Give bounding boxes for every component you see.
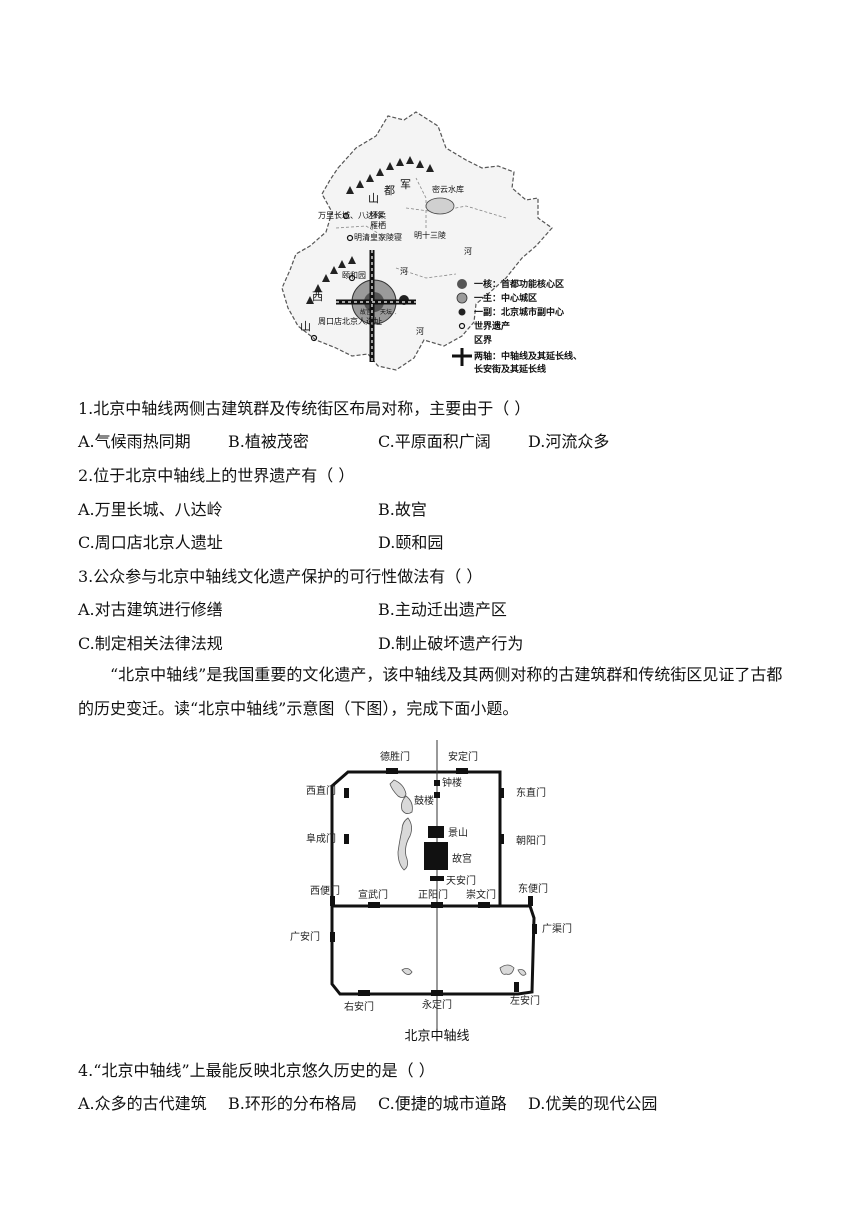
svg-text:一副：北京城市副中心: 一副：北京城市副中心	[474, 306, 564, 318]
svg-text:两轴：中轴线及其延长线、: 两轴：中轴线及其延长线、	[474, 350, 582, 362]
question-1-option-b: B.植被茂密	[228, 432, 309, 451]
site-label-zhonglou: 钟楼	[442, 776, 462, 789]
question-3-stem: 3.公众参与北京中轴线文化遗产保护的可行性做法有（ ）	[78, 567, 483, 586]
passage-text: “北京中轴线”是我国重要的文化遗产，该中轴线及其两侧对称的古建筑群和传统街区见证…	[78, 665, 783, 718]
svg-text:一核：首都功能核心区: 一核：首都功能核心区	[474, 278, 564, 290]
question-4-option-a: A.众多的古代建筑	[78, 1094, 207, 1113]
question-4-option-d: D.优美的现代公园	[528, 1094, 658, 1113]
map1-label: 雁栖	[370, 220, 386, 230]
map1-label: 怀柔	[370, 210, 386, 220]
gate-label-dongzhimen: 东直门	[516, 786, 546, 799]
site-label-gugong: 故宫	[452, 852, 472, 865]
question-3-option-a: A.对古建筑进行修缮	[78, 600, 223, 619]
tiananmen-marker	[430, 876, 444, 881]
gate-label-zhengyangmen: 正阳门	[418, 888, 448, 901]
map1-label: 河	[400, 266, 408, 276]
gate-label-dongbianmen: 东便门	[518, 882, 548, 895]
question-3-option-d: D.制止破坏遗产行为	[378, 634, 524, 653]
map1-label: 明十三陵	[414, 230, 446, 240]
beijing-planning-map: 军 都 山 万里长城、八达岭 怀柔 雁栖 明清皇家陵寝 明十三陵 密云水库 颐和…	[281, 111, 582, 375]
question-2-option-a: A.万里长城、八达岭	[78, 500, 223, 519]
map1-label: 都	[384, 184, 395, 197]
question-1-option-d: D.河流众多	[528, 432, 610, 451]
question-3-option-b: B.主动迁出遗产区	[378, 600, 507, 619]
gate-label-chaoyangmen: 朝阳门	[516, 834, 546, 847]
map1-label: 周口店北京人遗址	[318, 316, 382, 326]
lakes	[389, 779, 527, 976]
question-1-option-c: C.平原面积广阔	[378, 432, 491, 451]
question-2-option-c: C.周口店北京人遗址	[78, 533, 223, 552]
beijing-boundary	[281, 111, 553, 371]
question-3-option-c: C.制定相关法律法规	[78, 634, 223, 653]
zhonglou-marker	[434, 792, 440, 798]
question-2-option-b: B.故宫	[378, 500, 427, 519]
gate-label-fuchengmen: 阜成门	[306, 832, 336, 845]
gulou-marker	[434, 780, 440, 786]
gate-label-youanmen: 右安门	[344, 1000, 374, 1013]
site-label-jingshan: 景山	[448, 827, 468, 839]
map1-label: 山	[300, 320, 311, 333]
svg-text:世界遗产: 世界遗产	[474, 320, 510, 332]
question-4-option-b: B.环形的分布格局	[228, 1094, 357, 1113]
heritage-point	[342, 212, 350, 220]
central-axis-map: 德胜门 安定门 西直门 东直门 阜成门 朝阳门 西便门 东便门 宣武门 正阳门 …	[290, 740, 572, 1044]
svg-text:一主：中心城区: 一主：中心城区	[474, 292, 537, 304]
map1-label: 颐和园	[342, 271, 366, 280]
miyun-reservoir	[425, 197, 455, 215]
map1-legend: 一核：首都功能核心区 一主：中心城区 一副：北京城市副中心 世界遗产 区界 两轴…	[452, 278, 582, 375]
gate-label-xibianmen: 西便门	[310, 884, 340, 897]
site-label-gulou: 鼓楼	[414, 794, 434, 807]
question-1-option-a: A.气候雨热同期	[78, 432, 191, 451]
gate-label-guangqumen: 广渠门	[542, 922, 572, 935]
map1-label: 河	[464, 246, 472, 256]
map1-label: 故宫	[360, 308, 372, 316]
map1-label: 密云水库	[432, 184, 464, 194]
mountain-symbols	[306, 156, 434, 304]
svg-text:长安街及其延长线: 长安街及其延长线	[474, 363, 546, 375]
question-2-stem: 2.位于北京中轴线上的世界遗产有（ ）	[78, 466, 355, 485]
gate-label-deshengmen: 德胜门	[380, 750, 410, 763]
question-4-option-c: C.便捷的城市道路	[378, 1094, 507, 1113]
gate-markers	[330, 768, 537, 996]
map1-label: 天坛	[380, 308, 392, 316]
outer-city-wall	[330, 904, 536, 996]
gate-label-andingmen: 安定门	[448, 750, 478, 763]
map1-label: 万里长城、八达岭	[318, 210, 382, 220]
map1-label: 明清皇家陵寝	[354, 232, 402, 242]
gate-label-xizhimen: 西直门	[306, 784, 336, 797]
question-2-option-d: D.颐和园	[378, 533, 444, 552]
svg-text:区界: 区界	[474, 335, 492, 346]
gate-label-xuanwumen: 宣武门	[358, 888, 388, 901]
gate-label-guanganmen: 广安门	[290, 930, 320, 943]
map2-title: 北京中轴线	[404, 1029, 469, 1044]
gate-label-zuoanmen: 左安门	[510, 994, 540, 1007]
map1-label: 山	[368, 192, 379, 205]
heritage-point	[348, 274, 356, 282]
gugong-marker	[424, 842, 448, 870]
map1-label: 军	[400, 178, 411, 191]
map1-label: 河	[416, 326, 424, 336]
heritage-point	[310, 334, 318, 342]
site-label-tiananmen: 天安门	[446, 874, 476, 887]
question-1-stem: 1.北京中轴线两侧古建筑群及传统街区布局对称，主要由于（ ）	[78, 399, 531, 418]
question-4-stem: 4.“北京中轴线”上最能反映北京悠久历史的是（ ）	[78, 1061, 435, 1080]
gate-label-yongdingmen: 永定门	[422, 998, 452, 1011]
reading-passage: “北京中轴线”是我国重要的文化遗产，该中轴线及其两侧对称的古建筑群和传统街区见证…	[78, 658, 788, 726]
heritage-point	[346, 234, 354, 242]
map1-label: 西	[312, 290, 323, 303]
gate-label-chongwenmen: 崇文门	[466, 888, 496, 901]
jingshan-marker	[428, 826, 444, 838]
